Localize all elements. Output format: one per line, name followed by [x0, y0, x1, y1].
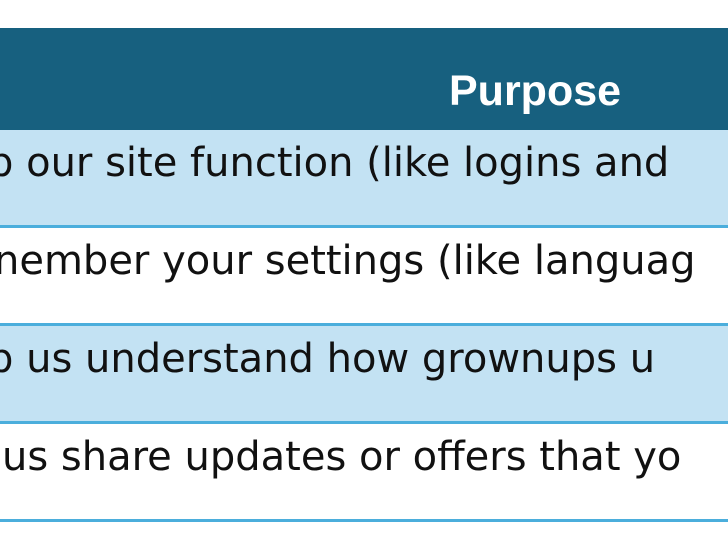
- purpose-cell: p us understand how grownups u: [0, 336, 656, 382]
- table-row: us share updates or offers that yo: [0, 424, 728, 519]
- table-row: p us understand how grownups u: [0, 326, 728, 421]
- table-row: nember your settings (like languag: [0, 228, 728, 323]
- row-divider: [0, 421, 728, 424]
- table-row: p our site function (like logins and: [0, 130, 728, 225]
- row-divider: [0, 225, 728, 228]
- row-divider: [0, 323, 728, 326]
- cookie-purpose-table: Purpose p our site function (like logins…: [0, 28, 728, 522]
- purpose-cell: nember your settings (like languag: [0, 238, 696, 284]
- table-header-row: Purpose: [0, 28, 728, 130]
- purpose-column-header: Purpose: [449, 67, 622, 115]
- purpose-cell: p our site function (like logins and: [0, 140, 670, 186]
- purpose-cell: us share updates or offers that yo: [2, 434, 682, 480]
- row-divider: [0, 519, 728, 522]
